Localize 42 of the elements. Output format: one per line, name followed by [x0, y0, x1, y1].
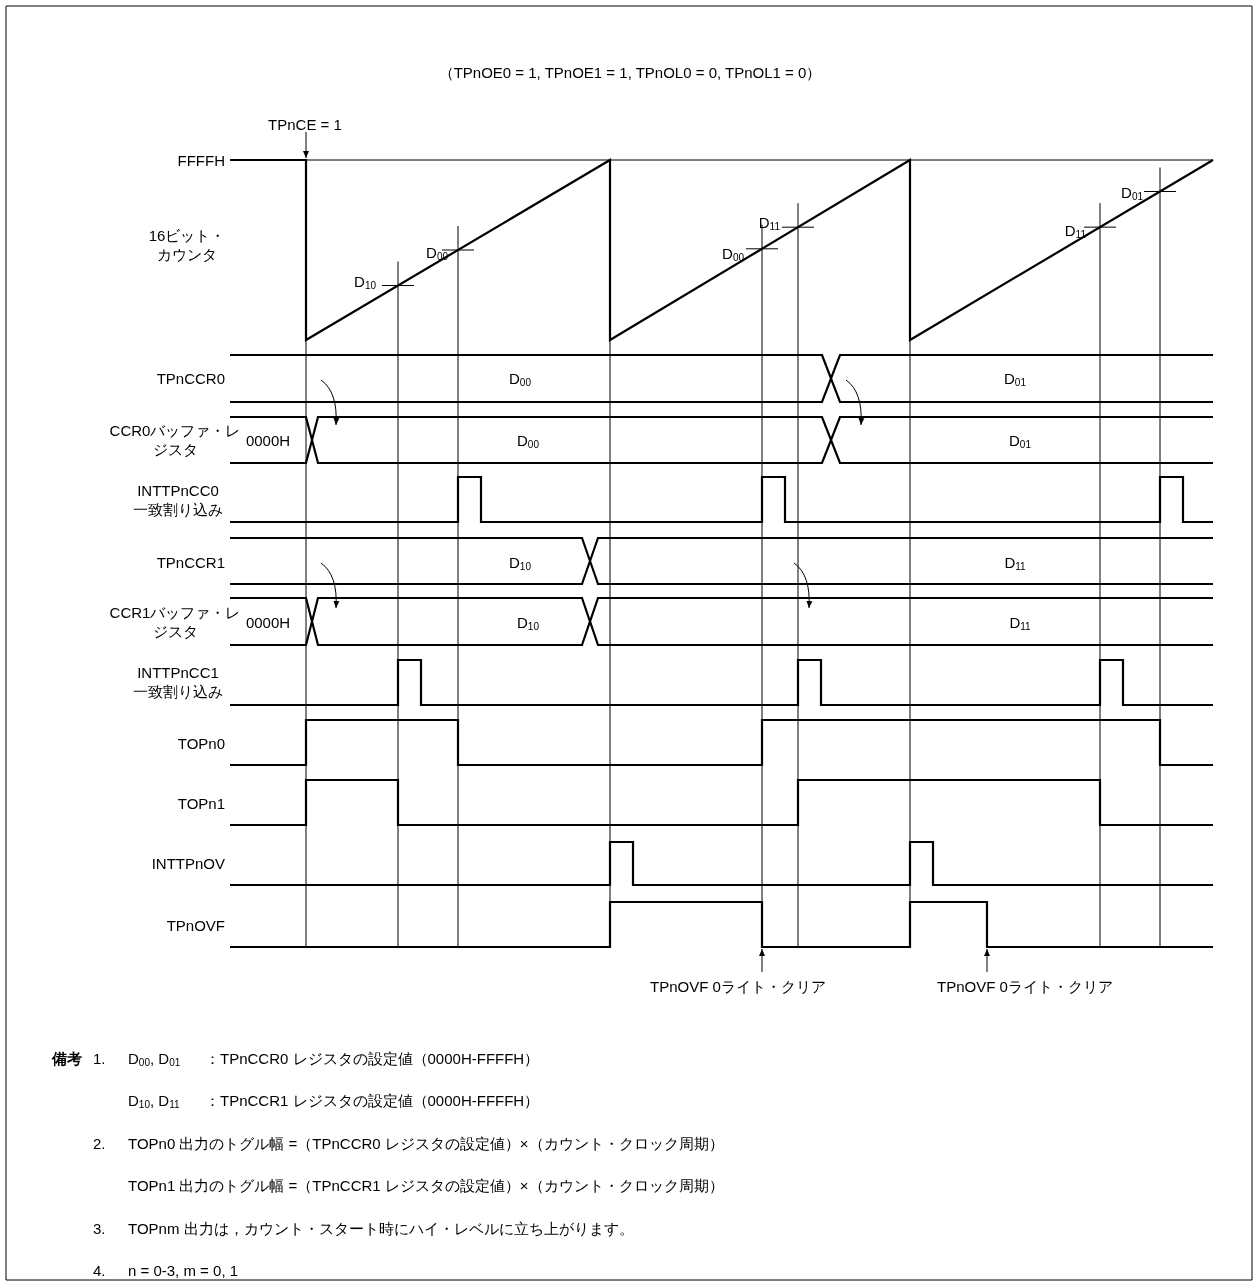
signal-label: TPnOVF: [166, 915, 225, 935]
value-label: D$_{01}$: [1009, 430, 1031, 450]
note-number: 4.: [93, 1260, 106, 1280]
note-text: n = 0-3, m = 0, 1: [128, 1260, 239, 1280]
value-label: D$_{01}$: [1121, 182, 1143, 202]
value-label: D$_{01}$: [1004, 368, 1026, 388]
value-label: D$_{11}$: [1009, 612, 1031, 632]
note-heading: 備考: [52, 1048, 82, 1068]
value-label: 0000H: [245, 430, 291, 450]
note-number: 1.: [93, 1048, 106, 1068]
value-label: D$_{00}$: [509, 368, 531, 388]
signal-label: INTTPnOV: [151, 853, 225, 873]
annotation-text: TPnOVF 0ライト・クリア: [937, 976, 1113, 996]
note-text: ：TPnCCR0 レジスタの設定値（0000H-FFFFH）: [205, 1048, 540, 1068]
signal-label: 16ビット・カウンタ: [147, 226, 227, 264]
note-text: TOPn1 出力のトグル幅 =（TPnCCR1 レジスタの設定値）×（カウント・クロック周期）: [128, 1175, 724, 1195]
value-label: D$_{00}$: [517, 430, 539, 450]
signal-label: TPnCE = 1: [268, 114, 342, 134]
value-label: D$_{10}$: [354, 271, 376, 291]
signal-label: TPnCCR1: [156, 552, 225, 572]
signal-label: CCR1バッファ・レジスタ: [108, 603, 242, 641]
value-label: 0000H: [245, 612, 291, 632]
value-label: D$_{11}$: [1004, 552, 1026, 572]
signal-label: TPnCCR0: [156, 368, 225, 388]
annotation-text: TPnOVF 0ライト・クリア: [650, 976, 826, 996]
axis-label: FFFFH: [177, 150, 225, 170]
value-label: D$_{10}$: [517, 612, 539, 632]
note-text: TOPn0 出力のトグル幅 =（TPnCCR0 レジスタの設定値）×（カウント・クロック周期）: [128, 1133, 724, 1153]
note-text: TOPnm 出力は，カウント・スタート時にハイ・レベルに立ち上がります。: [128, 1218, 634, 1238]
note-text: ：TPnCCR1 レジスタの設定値（0000H-FFFFH）: [205, 1090, 540, 1110]
heading: （TPnOE0 = 1, TPnOE1 = 1, TPnOL0 = 0, TPnOL1 = 0）: [438, 62, 822, 82]
signal-label: TOPn1: [177, 793, 225, 813]
note-text: D$_{00}$, D$_{01}$: [128, 1048, 181, 1068]
note-text: D$_{10}$, D$_{11}$: [128, 1090, 180, 1110]
note-number: 3.: [93, 1218, 106, 1238]
signal-label: INTTPnCC0一致割り込み: [132, 481, 224, 519]
signal-label: CCR0バッファ・レジスタ: [108, 421, 242, 459]
signal-label: TOPn0: [177, 733, 225, 753]
signal-label: INTTPnCC1一致割り込み: [132, 663, 224, 701]
note-number: 2.: [93, 1133, 106, 1153]
value-label: D$_{10}$: [509, 552, 531, 572]
value-label: D$_{11}$: [758, 212, 780, 232]
